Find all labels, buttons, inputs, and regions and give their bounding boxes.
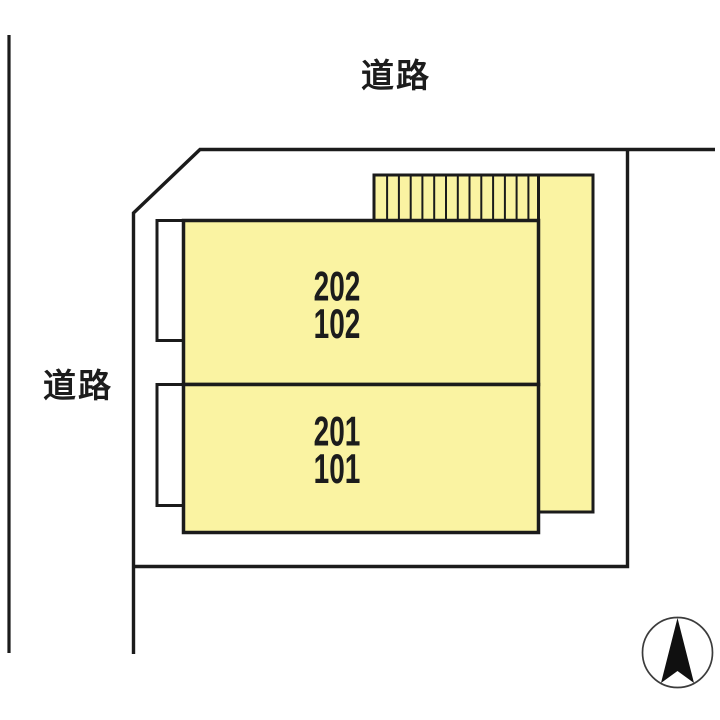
building-front-upper-202-102 <box>181 218 541 387</box>
entrance-notch-lower <box>155 383 185 507</box>
balcony-hatch <box>386 175 540 221</box>
unit-number-101: 101 <box>313 445 361 492</box>
boundary-lines <box>7 35 715 654</box>
unit-number-102: 102 <box>313 300 361 347</box>
road-label-top: 道路 <box>361 57 431 94</box>
unit-label-201-101: 201 101 <box>277 408 397 492</box>
lot-boundary-east-south-line <box>133 149 630 569</box>
unit-number-201: 201 <box>313 408 361 455</box>
compass-needle <box>661 618 694 683</box>
buildings <box>155 173 595 535</box>
compass-circle <box>641 616 714 689</box>
entrance-notch-upper <box>155 219 185 342</box>
building-front-lower-201-101 <box>181 382 541 535</box>
unit-label-202-102: 202 102 <box>277 263 397 347</box>
road-label-left: 道路 <box>43 367 113 404</box>
north-arrow-icon <box>641 616 714 689</box>
lot-boundary-north-west-line <box>131 147 715 654</box>
unit-number-202: 202 <box>313 263 361 310</box>
